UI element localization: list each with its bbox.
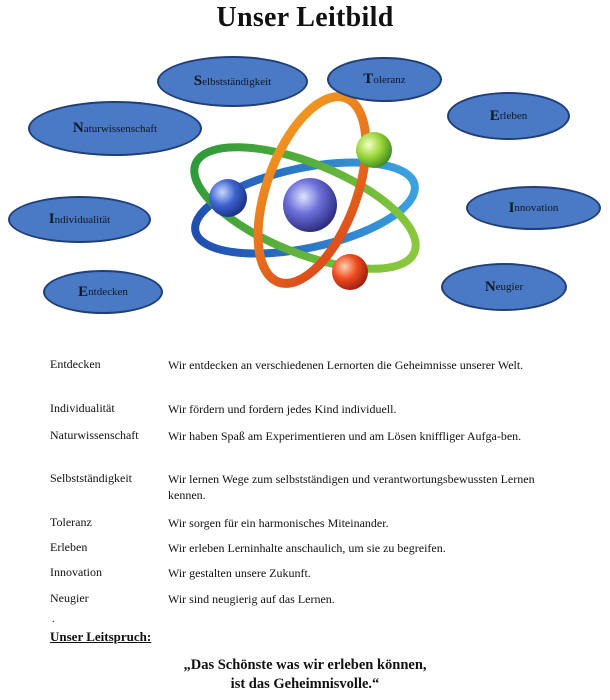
value-text: Wir entdecken an verschiedenen Lernorten… (168, 358, 524, 372)
motto-line-2: ist das Geheimnisvolle.“ (230, 676, 380, 692)
value-text: Wir sind neugierig auf das Lernen. (168, 592, 335, 606)
value-text: Wir erleben Lerninhalte anschaulich, um … (168, 541, 446, 555)
oval-label-cap: S (193, 73, 203, 89)
electron-blue (209, 179, 247, 217)
oval-label-rest: aturwissenschaft (83, 122, 158, 135)
oval-label-rest: elbstständigkeit (202, 75, 272, 88)
oval-label-cap: E (78, 283, 89, 300)
value-text: Wir gestalten unsere Zukunft. (168, 566, 311, 580)
value-key: Entdecken (50, 357, 101, 371)
oval-label-cap: N (484, 278, 496, 295)
value-key: Erleben (50, 540, 88, 554)
oval-label-rest: ndividualität (54, 213, 111, 226)
motto-line-1: „Das Schönste was wir erleben können, (183, 657, 427, 673)
value-key: Neugier (50, 591, 89, 605)
nucleus (283, 178, 337, 232)
electron-red (332, 254, 368, 290)
stray-dot: . (52, 614, 55, 625)
oval-label-rest: nnovation (514, 202, 559, 214)
oval-label-rest: rleben (499, 110, 528, 122)
value-key: Toleranz (50, 515, 92, 529)
value-text: Wir fördern und fordern jedes Kind indiv… (168, 402, 397, 416)
oval-label-cap: T (363, 71, 374, 87)
page-title: Unser Leitbild (216, 2, 394, 33)
value-text: Wir lernen Wege zum selbstständigen und … (168, 472, 535, 502)
oval-label-cap: I (48, 211, 55, 227)
electron-green (356, 132, 392, 168)
oval-label-rest: ntdecken (88, 286, 128, 298)
oval-label-rest: oleranz (373, 73, 406, 86)
oval-label-cap: E (489, 107, 500, 124)
value-text: Wir sorgen für ein harmonisches Miteinan… (168, 516, 389, 530)
orbit-blue (191, 158, 419, 258)
orbit-orange (253, 92, 371, 288)
value-key: Selbstständigkeit (50, 471, 132, 485)
atom-graphic-icon (190, 92, 420, 290)
oval-label-cap: I (508, 199, 515, 216)
motto-quote: „Das Schönste was wir erleben können, is… (0, 656, 610, 694)
value-text: Wir haben Spaß am Experimentieren und am… (168, 429, 522, 443)
oval-label-cap: N (72, 120, 84, 136)
oval-label-rest: eugier (495, 281, 524, 293)
motto-label: Unser Leitspruch: (50, 629, 152, 644)
value-key: Innovation (50, 565, 102, 579)
value-key: Individualität (50, 401, 115, 415)
value-key: Naturwissenschaft (50, 428, 139, 442)
orbit-green (190, 143, 420, 273)
